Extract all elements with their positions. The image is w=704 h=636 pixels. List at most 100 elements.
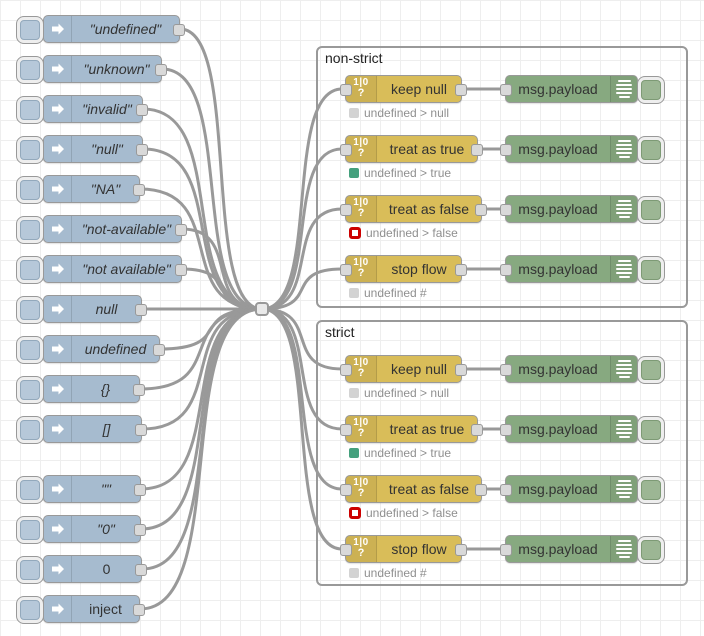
inject-node[interactable]: "NA"	[16, 175, 145, 204]
output-port[interactable]	[136, 104, 148, 116]
debug-toggle-button[interactable]	[637, 76, 665, 104]
inject-button[interactable]	[16, 476, 44, 504]
inject-button-inner[interactable]	[20, 220, 40, 240]
output-port[interactable]	[133, 384, 145, 396]
group-box[interactable]: non-strict	[316, 46, 688, 308]
output-port[interactable]	[133, 184, 145, 196]
output-port[interactable]	[475, 484, 487, 496]
wire[interactable]	[260, 307, 344, 371]
inject-node[interactable]: null	[16, 295, 147, 324]
wire[interactable]	[141, 147, 264, 311]
wire[interactable]	[260, 207, 344, 311]
junction-node[interactable]	[255, 302, 269, 316]
inject-button[interactable]	[16, 376, 44, 404]
inject-button-inner[interactable]	[20, 260, 40, 280]
output-port[interactable]	[175, 224, 187, 236]
inject-button[interactable]	[16, 16, 44, 44]
inject-button[interactable]	[16, 336, 44, 364]
output-port[interactable]	[455, 364, 467, 376]
inject-node[interactable]: 0	[16, 555, 147, 584]
output-port[interactable]	[135, 564, 147, 576]
output-port[interactable]	[455, 84, 467, 96]
inject-button-inner[interactable]	[20, 420, 40, 440]
inject-node[interactable]: inject	[16, 595, 145, 624]
inject-button-inner[interactable]	[20, 480, 40, 500]
inject-button[interactable]	[16, 416, 44, 444]
switch-node[interactable]: 1|0 ? treat as false	[340, 195, 487, 223]
debug-toggle-button-inner[interactable]	[641, 140, 661, 160]
switch-node[interactable]: 1|0 ? stop flow	[340, 255, 467, 283]
output-port[interactable]	[155, 64, 167, 76]
debug-toggle-button[interactable]	[637, 416, 665, 444]
inject-button[interactable]	[16, 516, 44, 544]
input-port[interactable]	[340, 484, 352, 496]
input-port[interactable]	[340, 364, 352, 376]
input-port[interactable]	[500, 484, 512, 496]
input-port[interactable]	[340, 544, 352, 556]
input-port[interactable]	[340, 264, 352, 276]
wire[interactable]	[138, 307, 264, 391]
inject-node[interactable]: "null"	[16, 135, 148, 164]
inject-button[interactable]	[16, 596, 44, 624]
input-port[interactable]	[340, 144, 352, 156]
inject-button-inner[interactable]	[20, 340, 40, 360]
debug-toggle-button[interactable]	[637, 476, 665, 504]
debug-toggle-button-inner[interactable]	[641, 200, 661, 220]
switch-node[interactable]: 1|0 ? treat as true	[340, 415, 483, 443]
wire[interactable]	[260, 307, 344, 431]
input-port[interactable]	[500, 424, 512, 436]
wire[interactable]	[260, 307, 344, 551]
wire[interactable]	[260, 87, 344, 311]
inject-button[interactable]	[16, 136, 44, 164]
output-port[interactable]	[455, 544, 467, 556]
switch-node[interactable]: 1|0 ? treat as true	[340, 135, 483, 163]
debug-toggle-button[interactable]	[637, 136, 665, 164]
switch-node[interactable]: 1|0 ? keep null	[340, 355, 467, 383]
inject-node[interactable]: undefined	[16, 335, 165, 364]
debug-node[interactable]: msg.payload	[500, 355, 665, 384]
wire[interactable]	[138, 307, 264, 611]
output-port[interactable]	[135, 424, 147, 436]
inject-button[interactable]	[16, 96, 44, 124]
inject-button-inner[interactable]	[20, 520, 40, 540]
inject-button[interactable]	[16, 56, 44, 84]
inject-node[interactable]: "0"	[16, 515, 146, 544]
group-box[interactable]: strict	[316, 320, 688, 586]
input-port[interactable]	[500, 144, 512, 156]
debug-toggle-button-inner[interactable]	[641, 540, 661, 560]
debug-toggle-button-inner[interactable]	[641, 420, 661, 440]
inject-node[interactable]: "undefined"	[16, 15, 185, 44]
output-port[interactable]	[134, 524, 146, 536]
debug-node[interactable]: msg.payload	[500, 475, 665, 504]
inject-node[interactable]: {}	[16, 375, 145, 404]
input-port[interactable]	[340, 204, 352, 216]
output-port[interactable]	[135, 304, 147, 316]
wire[interactable]	[180, 227, 264, 311]
debug-node[interactable]: msg.payload	[500, 75, 665, 104]
input-port[interactable]	[340, 424, 352, 436]
wire[interactable]	[260, 147, 344, 311]
input-port[interactable]	[500, 84, 512, 96]
inject-button-inner[interactable]	[20, 100, 40, 120]
input-port[interactable]	[500, 364, 512, 376]
inject-button[interactable]	[16, 556, 44, 584]
wire[interactable]	[260, 267, 344, 311]
inject-button-inner[interactable]	[20, 300, 40, 320]
output-port[interactable]	[175, 264, 187, 276]
debug-toggle-button-inner[interactable]	[641, 480, 661, 500]
input-port[interactable]	[500, 264, 512, 276]
inject-button-inner[interactable]	[20, 180, 40, 200]
inject-button[interactable]	[16, 216, 44, 244]
debug-toggle-button-inner[interactable]	[641, 260, 661, 280]
debug-toggle-button[interactable]	[637, 196, 665, 224]
output-port[interactable]	[173, 24, 185, 36]
debug-toggle-button[interactable]	[637, 256, 665, 284]
debug-toggle-button-inner[interactable]	[641, 360, 661, 380]
output-port[interactable]	[133, 604, 145, 616]
output-port[interactable]	[475, 204, 487, 216]
input-port[interactable]	[340, 84, 352, 96]
inject-node[interactable]: ""	[16, 475, 146, 504]
output-port[interactable]	[136, 144, 148, 156]
output-port[interactable]	[455, 264, 467, 276]
